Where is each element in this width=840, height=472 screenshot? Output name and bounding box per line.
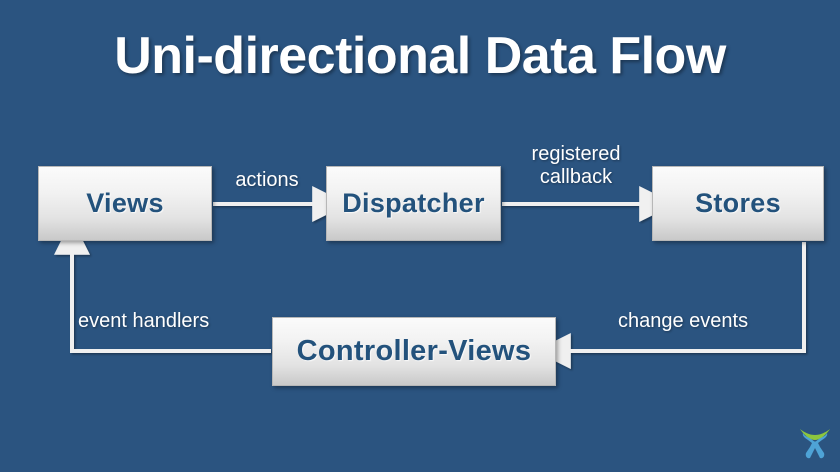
logo-figure-icon [802,433,828,459]
node-views[interactable]: Views [38,166,212,241]
node-views-label: Views [86,188,164,218]
node-controller-views[interactable]: Controller-Views [272,317,556,386]
edge-label-event-handlers: event handlers [78,310,210,332]
edge-label-registered-callback: registered callback [531,143,621,188]
edge-label-actions: actions [235,169,299,191]
logo-arc-icon [800,429,830,440]
page-title: Uni-directional Data Flow [114,27,726,85]
node-stores[interactable]: Stores [652,166,824,241]
node-controller-views-label: Controller-Views [296,335,532,367]
arrow-stores-to-controller-views [534,242,806,369]
node-dispatcher[interactable]: Dispatcher [326,166,501,241]
node-dispatcher-label: Dispatcher [342,188,485,218]
node-stores-label: Stores [695,188,781,218]
company-logo [800,429,830,459]
arrow-controller-views-to-views [54,218,271,353]
edge-label-change-events: change events [618,310,749,332]
